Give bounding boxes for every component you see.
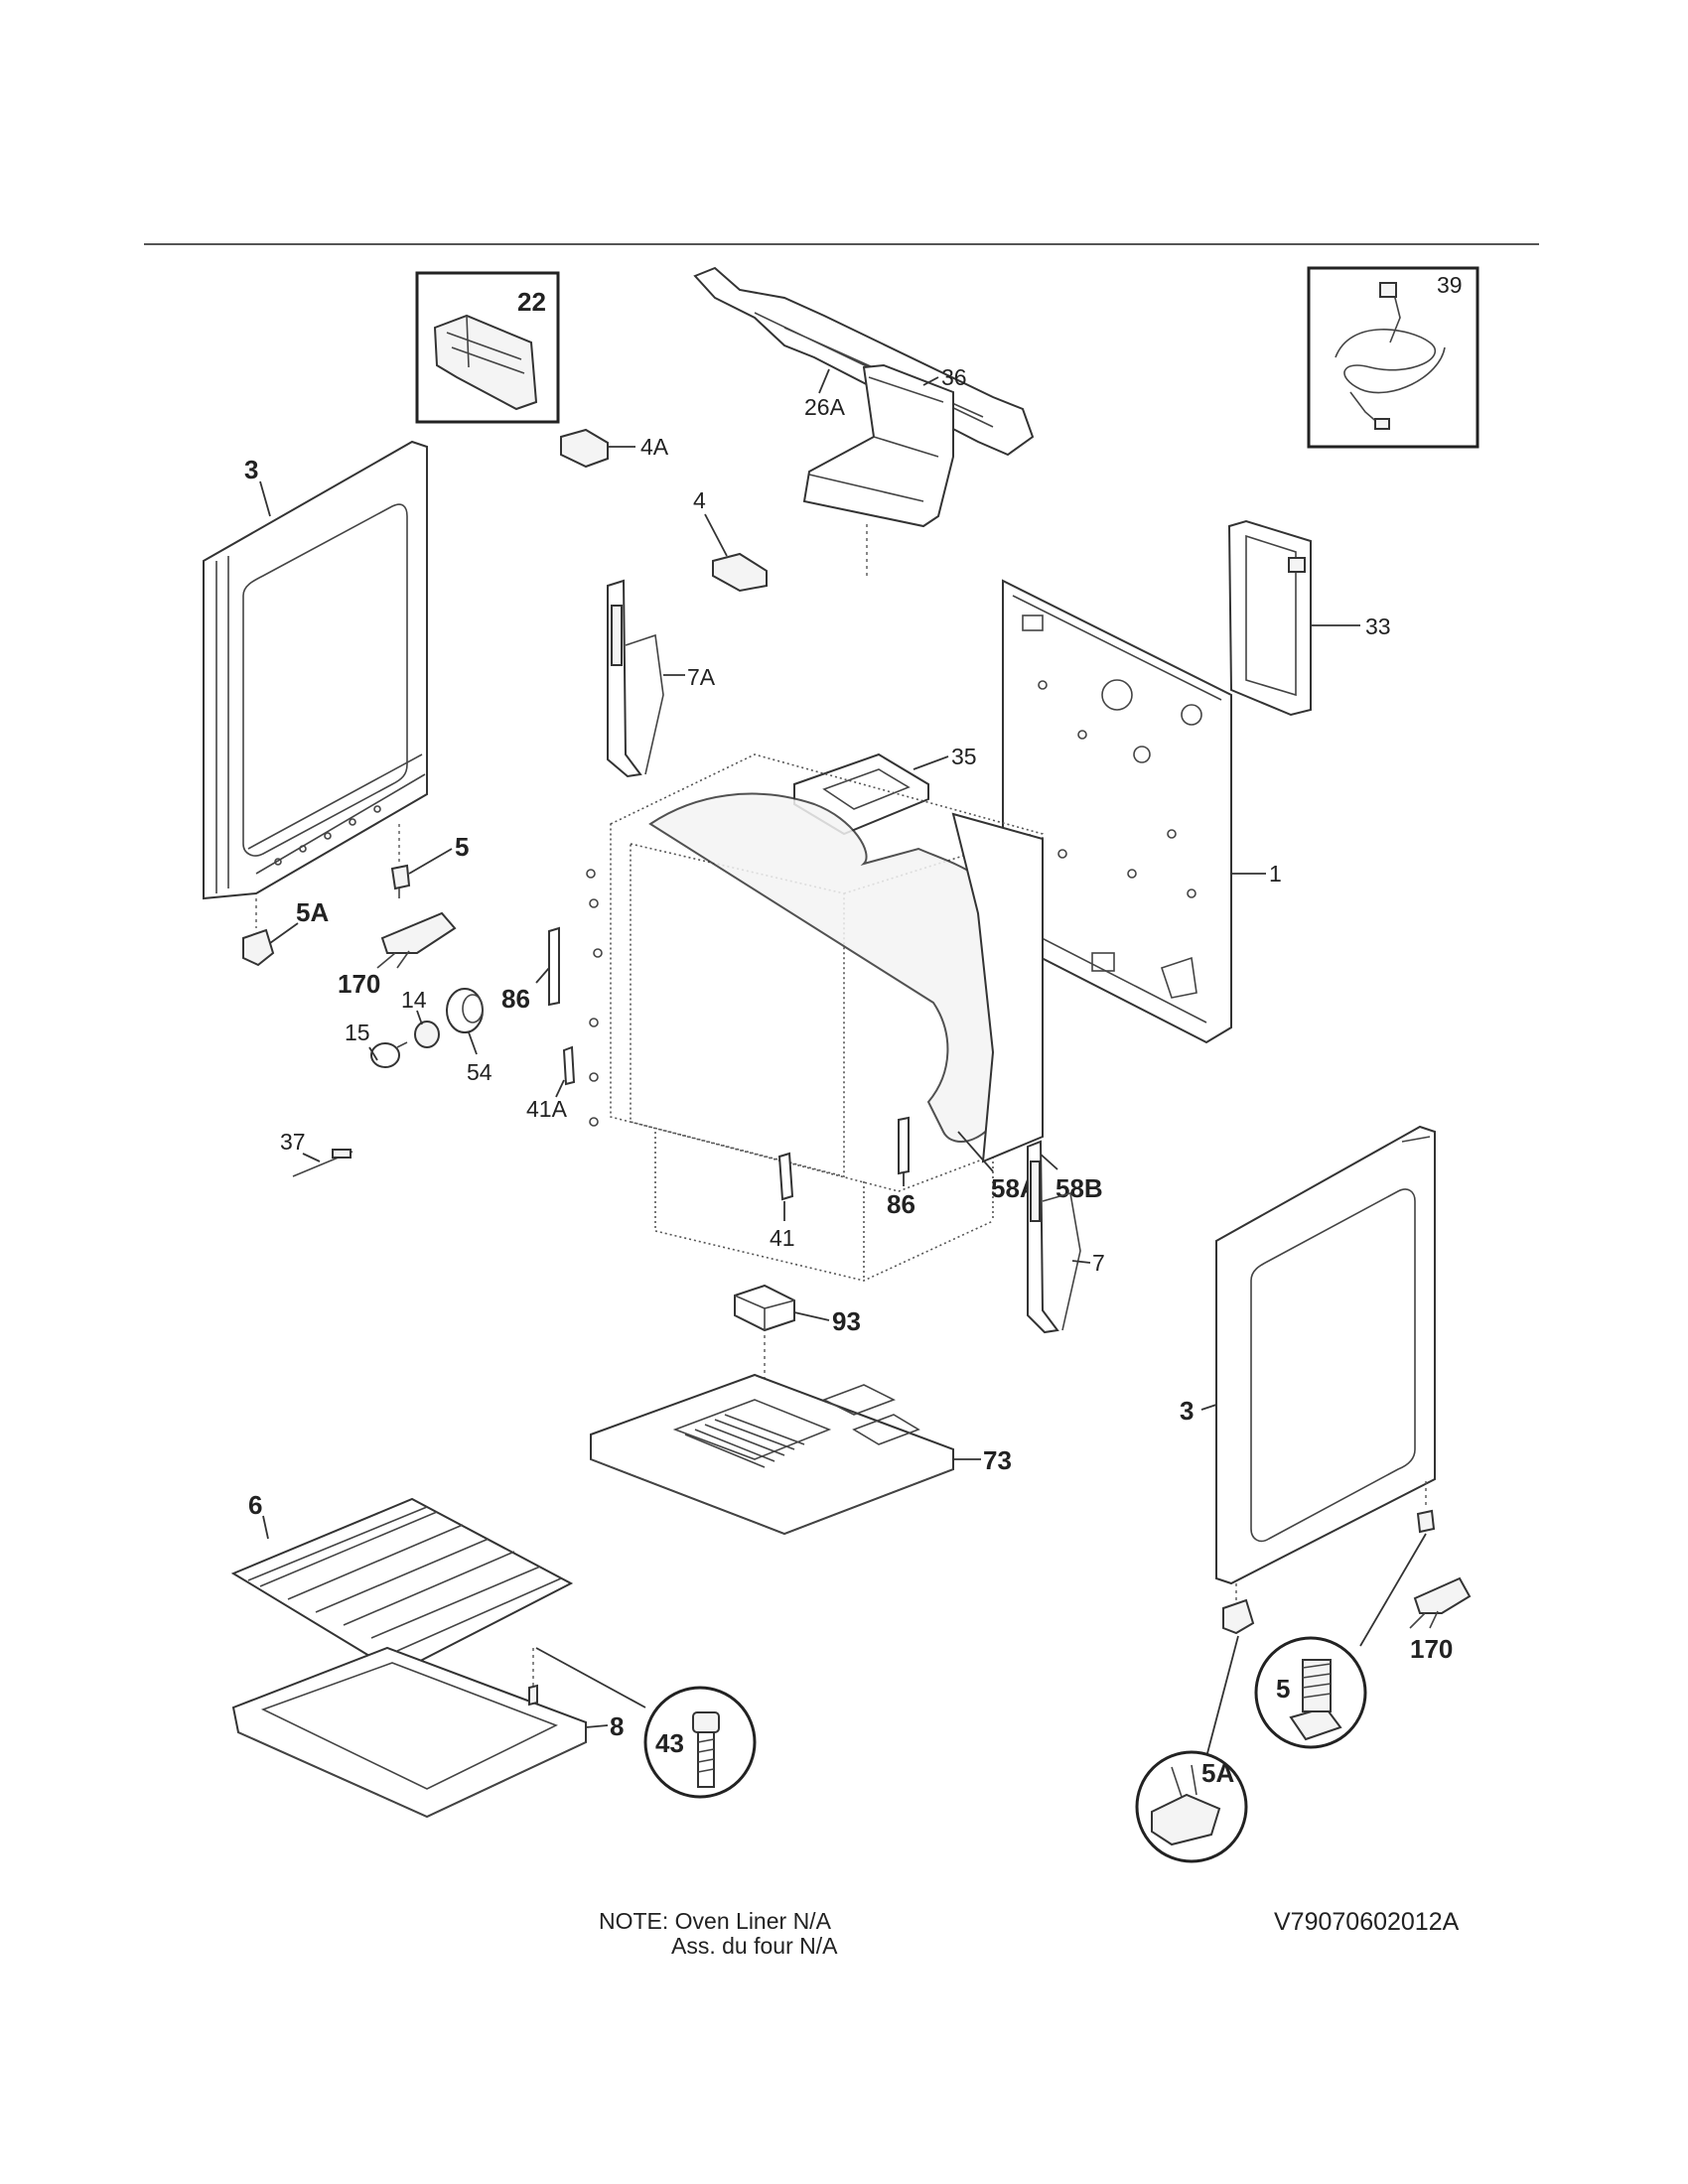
part-54-lens[interactable] <box>446 988 484 1033</box>
part-7-hinge[interactable] <box>1027 1140 1081 1334</box>
callout-35: 35 <box>951 744 977 769</box>
part-5-hinge-screw-right[interactable] <box>1416 1509 1436 1534</box>
callout-5-detail: 5 <box>1276 1674 1290 1704</box>
part-3-left-side-panel[interactable] <box>203 440 428 900</box>
callout-58B: 58B <box>1055 1173 1103 1203</box>
part-8-broiler[interactable] <box>231 1646 587 1819</box>
detail-circle-5[interactable] <box>1254 1636 1367 1749</box>
header-rule <box>144 243 1539 245</box>
callout-54: 54 <box>467 1059 492 1085</box>
part-37-sensor[interactable] <box>292 1149 353 1177</box>
part-5A-hinge-right[interactable] <box>1222 1598 1255 1635</box>
callout-43: 43 <box>655 1728 684 1758</box>
note-oven-liner-fr: Ass. du four N/A <box>671 1933 838 1959</box>
callout-36: 36 <box>941 364 967 390</box>
part-5A-hinge-left[interactable] <box>242 928 275 967</box>
part-4-clip[interactable] <box>712 552 768 593</box>
part-22-inset[interactable] <box>415 271 560 424</box>
detail-circle-43[interactable] <box>643 1686 757 1799</box>
part-6-oven-rack[interactable] <box>230 1497 574 1675</box>
part-86-lower-bracket[interactable] <box>898 1116 910 1175</box>
cavity-hardware-left <box>586 869 603 1127</box>
callout-4: 4 <box>693 487 706 513</box>
callout-5A-detail: 5A <box>1201 1758 1234 1788</box>
callout-14: 14 <box>401 987 427 1013</box>
callout-93: 93 <box>832 1306 861 1336</box>
detail-circle-5A[interactable] <box>1135 1750 1248 1863</box>
part-36-duct[interactable] <box>802 363 954 528</box>
part-15-bulb[interactable] <box>370 1041 408 1068</box>
callout-39: 39 <box>1437 272 1463 298</box>
part-41A-clip[interactable] <box>562 1045 576 1086</box>
part-3-right-side-panel[interactable] <box>1215 1125 1436 1585</box>
callout-6: 6 <box>248 1490 262 1520</box>
part-170-hinge-right[interactable] <box>1409 1576 1472 1629</box>
callout-37: 37 <box>280 1129 306 1155</box>
drawing-code: V79070602012A <box>1274 1908 1460 1936</box>
callout-86-upper: 86 <box>501 984 530 1014</box>
callout-7: 7 <box>1092 1250 1105 1276</box>
callout-5A-left: 5A <box>296 897 329 927</box>
part-26A-bracket[interactable] <box>693 266 1035 457</box>
callout-170-right: 170 <box>1410 1634 1453 1664</box>
part-33-rear-cover[interactable] <box>1227 519 1312 717</box>
note-oven-liner: NOTE: Oven Liner N/A <box>599 1908 831 1934</box>
part-73-bottom-tray[interactable] <box>590 1373 954 1536</box>
part-7A-hinge[interactable] <box>607 579 664 778</box>
callout-3-right: 3 <box>1180 1396 1194 1426</box>
callout-8: 8 <box>610 1711 624 1741</box>
callout-15: 15 <box>345 1020 370 1045</box>
part-41-clip[interactable] <box>777 1152 794 1201</box>
callout-170-left: 170 <box>338 969 380 999</box>
callout-5-top: 5 <box>455 832 469 862</box>
part-14-socket[interactable] <box>414 1021 440 1048</box>
callout-86-lower: 86 <box>887 1189 915 1219</box>
part-5-hinge-screw-top[interactable] <box>390 864 411 898</box>
callout-4A: 4A <box>640 434 669 460</box>
part-170-hinge-left[interactable] <box>376 911 457 969</box>
callout-73: 73 <box>983 1445 1012 1475</box>
part-4A-clip[interactable] <box>560 428 609 469</box>
part-58A-insulation[interactable] <box>648 792 1004 1143</box>
callout-7A: 7A <box>687 664 716 690</box>
callout-1: 1 <box>1269 861 1282 887</box>
callout-33: 33 <box>1365 614 1391 639</box>
part-43-screw-small[interactable] <box>528 1684 538 1706</box>
part-58B-insulation[interactable] <box>951 812 1044 1163</box>
callout-22: 22 <box>517 287 546 317</box>
callout-41A: 41A <box>526 1096 568 1122</box>
callout-26A: 26A <box>804 394 846 420</box>
part-93-block[interactable] <box>734 1284 795 1332</box>
callout-41: 41 <box>770 1225 795 1251</box>
part-86-upper-bracket[interactable] <box>548 926 560 1007</box>
part-39-inset[interactable] <box>1307 266 1479 449</box>
callout-3-left: 3 <box>244 455 258 484</box>
